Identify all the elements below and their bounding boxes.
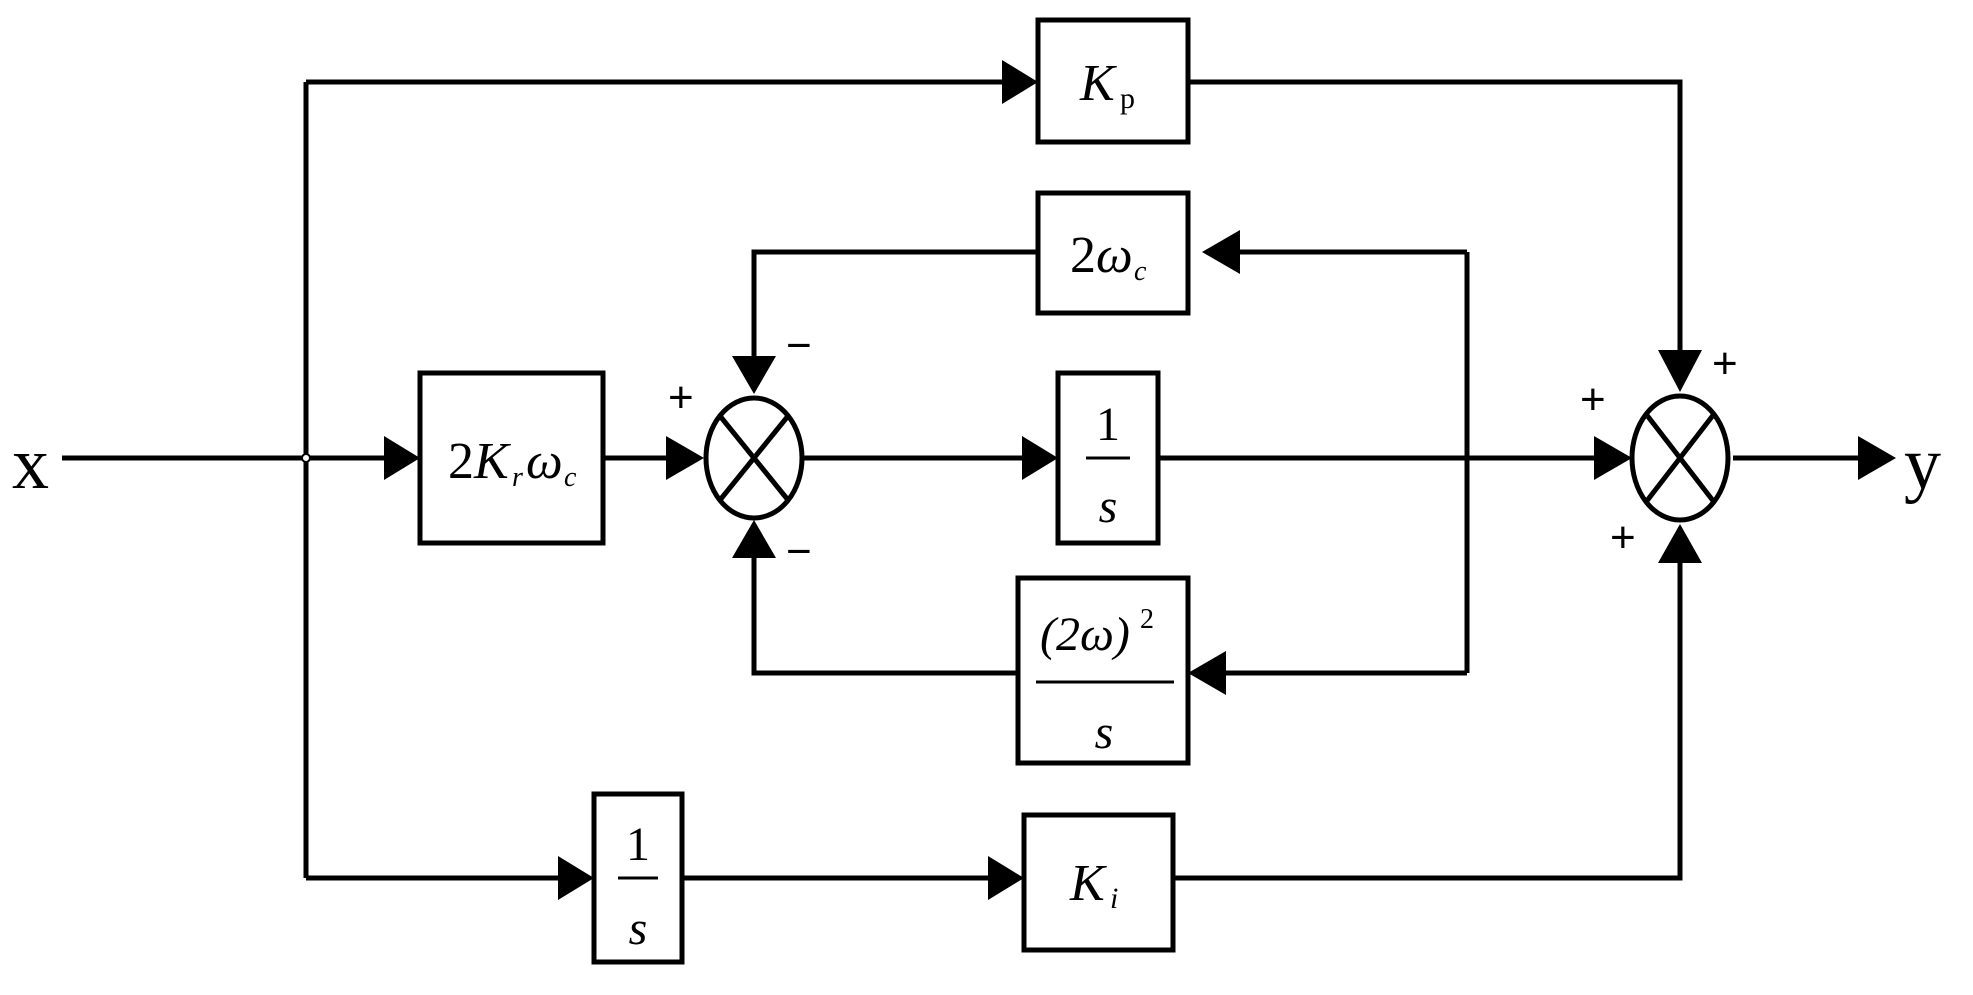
block-omega-sq: (2ω) 2 s [1015,575,1191,766]
sum1-left-sign: + [668,373,694,422]
arrow-ki-into-sum2 [1658,524,1702,563]
arrow-into-omega [1188,651,1226,695]
wire-kp-to-sum2 [1188,79,1683,352]
2wc-coef: 2 [1070,227,1096,284]
branch-point [301,453,311,463]
wire-omega-to-sum1 [751,556,1018,676]
arrow-kp-into-sum2 [1658,350,1702,392]
arrow-into-ki [988,856,1024,900]
block-2wc: 2 ω c [1035,190,1191,316]
gain-in-symbol: K [473,433,511,490]
wires [62,79,1865,881]
2wc-sub: c [1134,256,1147,287]
output-label: y [1904,423,1941,505]
arrow-into-sum2-left [1594,436,1632,480]
sum1-top-sign: − [786,321,812,370]
arrow-to-kp [1002,60,1038,104]
kp-symbol: K [1079,55,1117,112]
input-label: x [12,423,49,505]
omega-sq-den: s [1095,706,1114,759]
gain-in-symbol2: ω [526,433,563,490]
summing-junction-2 [1629,393,1731,523]
arrow-to-gain [384,436,420,480]
integrator-mid-num: 1 [1096,398,1120,451]
integrator-bottom-den: s [629,902,648,955]
integrator-mid-den: s [1099,480,1118,533]
block-kp: K p [1035,17,1191,145]
sum2-top-sign: + [1712,339,1738,388]
arrow-2wc-into-sum1 [732,356,776,394]
arrow-into-2wc [1202,230,1240,274]
arrowheads [384,60,1896,900]
gain-in-coef: 2 [448,433,474,490]
ki-symbol: K [1069,855,1107,912]
block-integrator-bottom: 1 s [591,791,685,965]
ki-sub: i [1110,882,1118,915]
omega-sq-num: (2ω) [1040,608,1130,661]
sum2-bottom-sign: + [1610,513,1636,562]
2wc-symbol: ω [1096,227,1133,284]
wire-ki-to-sum2 [1173,563,1683,881]
block-gain-in: 2 K r ω c [417,370,606,546]
arrow-into-integrator [1022,436,1058,480]
omega-sq-exp: 2 [1140,604,1154,635]
kp-sub: p [1120,82,1135,115]
wire-2wc-to-sum1 [751,249,1036,360]
sum2-left-sign: + [1580,375,1606,424]
arrow-into-sum1-left [666,436,704,480]
integrator-bottom-num: 1 [626,818,650,871]
block-ki: K i [1021,812,1176,953]
sum1-bottom-sign: − [786,527,812,576]
gain-in-sub: r [512,462,523,493]
arrow-omega-into-sum1 [732,520,776,558]
arrow-output [1858,436,1896,480]
summing-junction-1 [703,395,805,521]
block-integrator-mid: 1 s [1055,370,1161,546]
arrow-into-integrator-bottom [558,856,594,900]
gain-in-sub2: c [564,462,577,493]
